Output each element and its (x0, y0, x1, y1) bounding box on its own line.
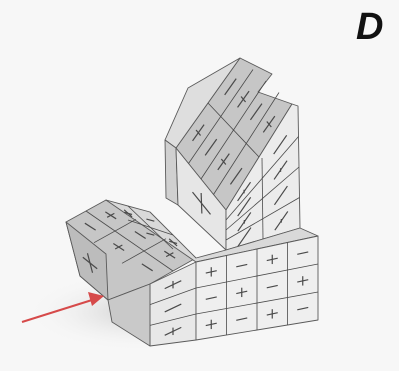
panel-letter: D (356, 8, 383, 46)
grid-line (201, 193, 202, 214)
